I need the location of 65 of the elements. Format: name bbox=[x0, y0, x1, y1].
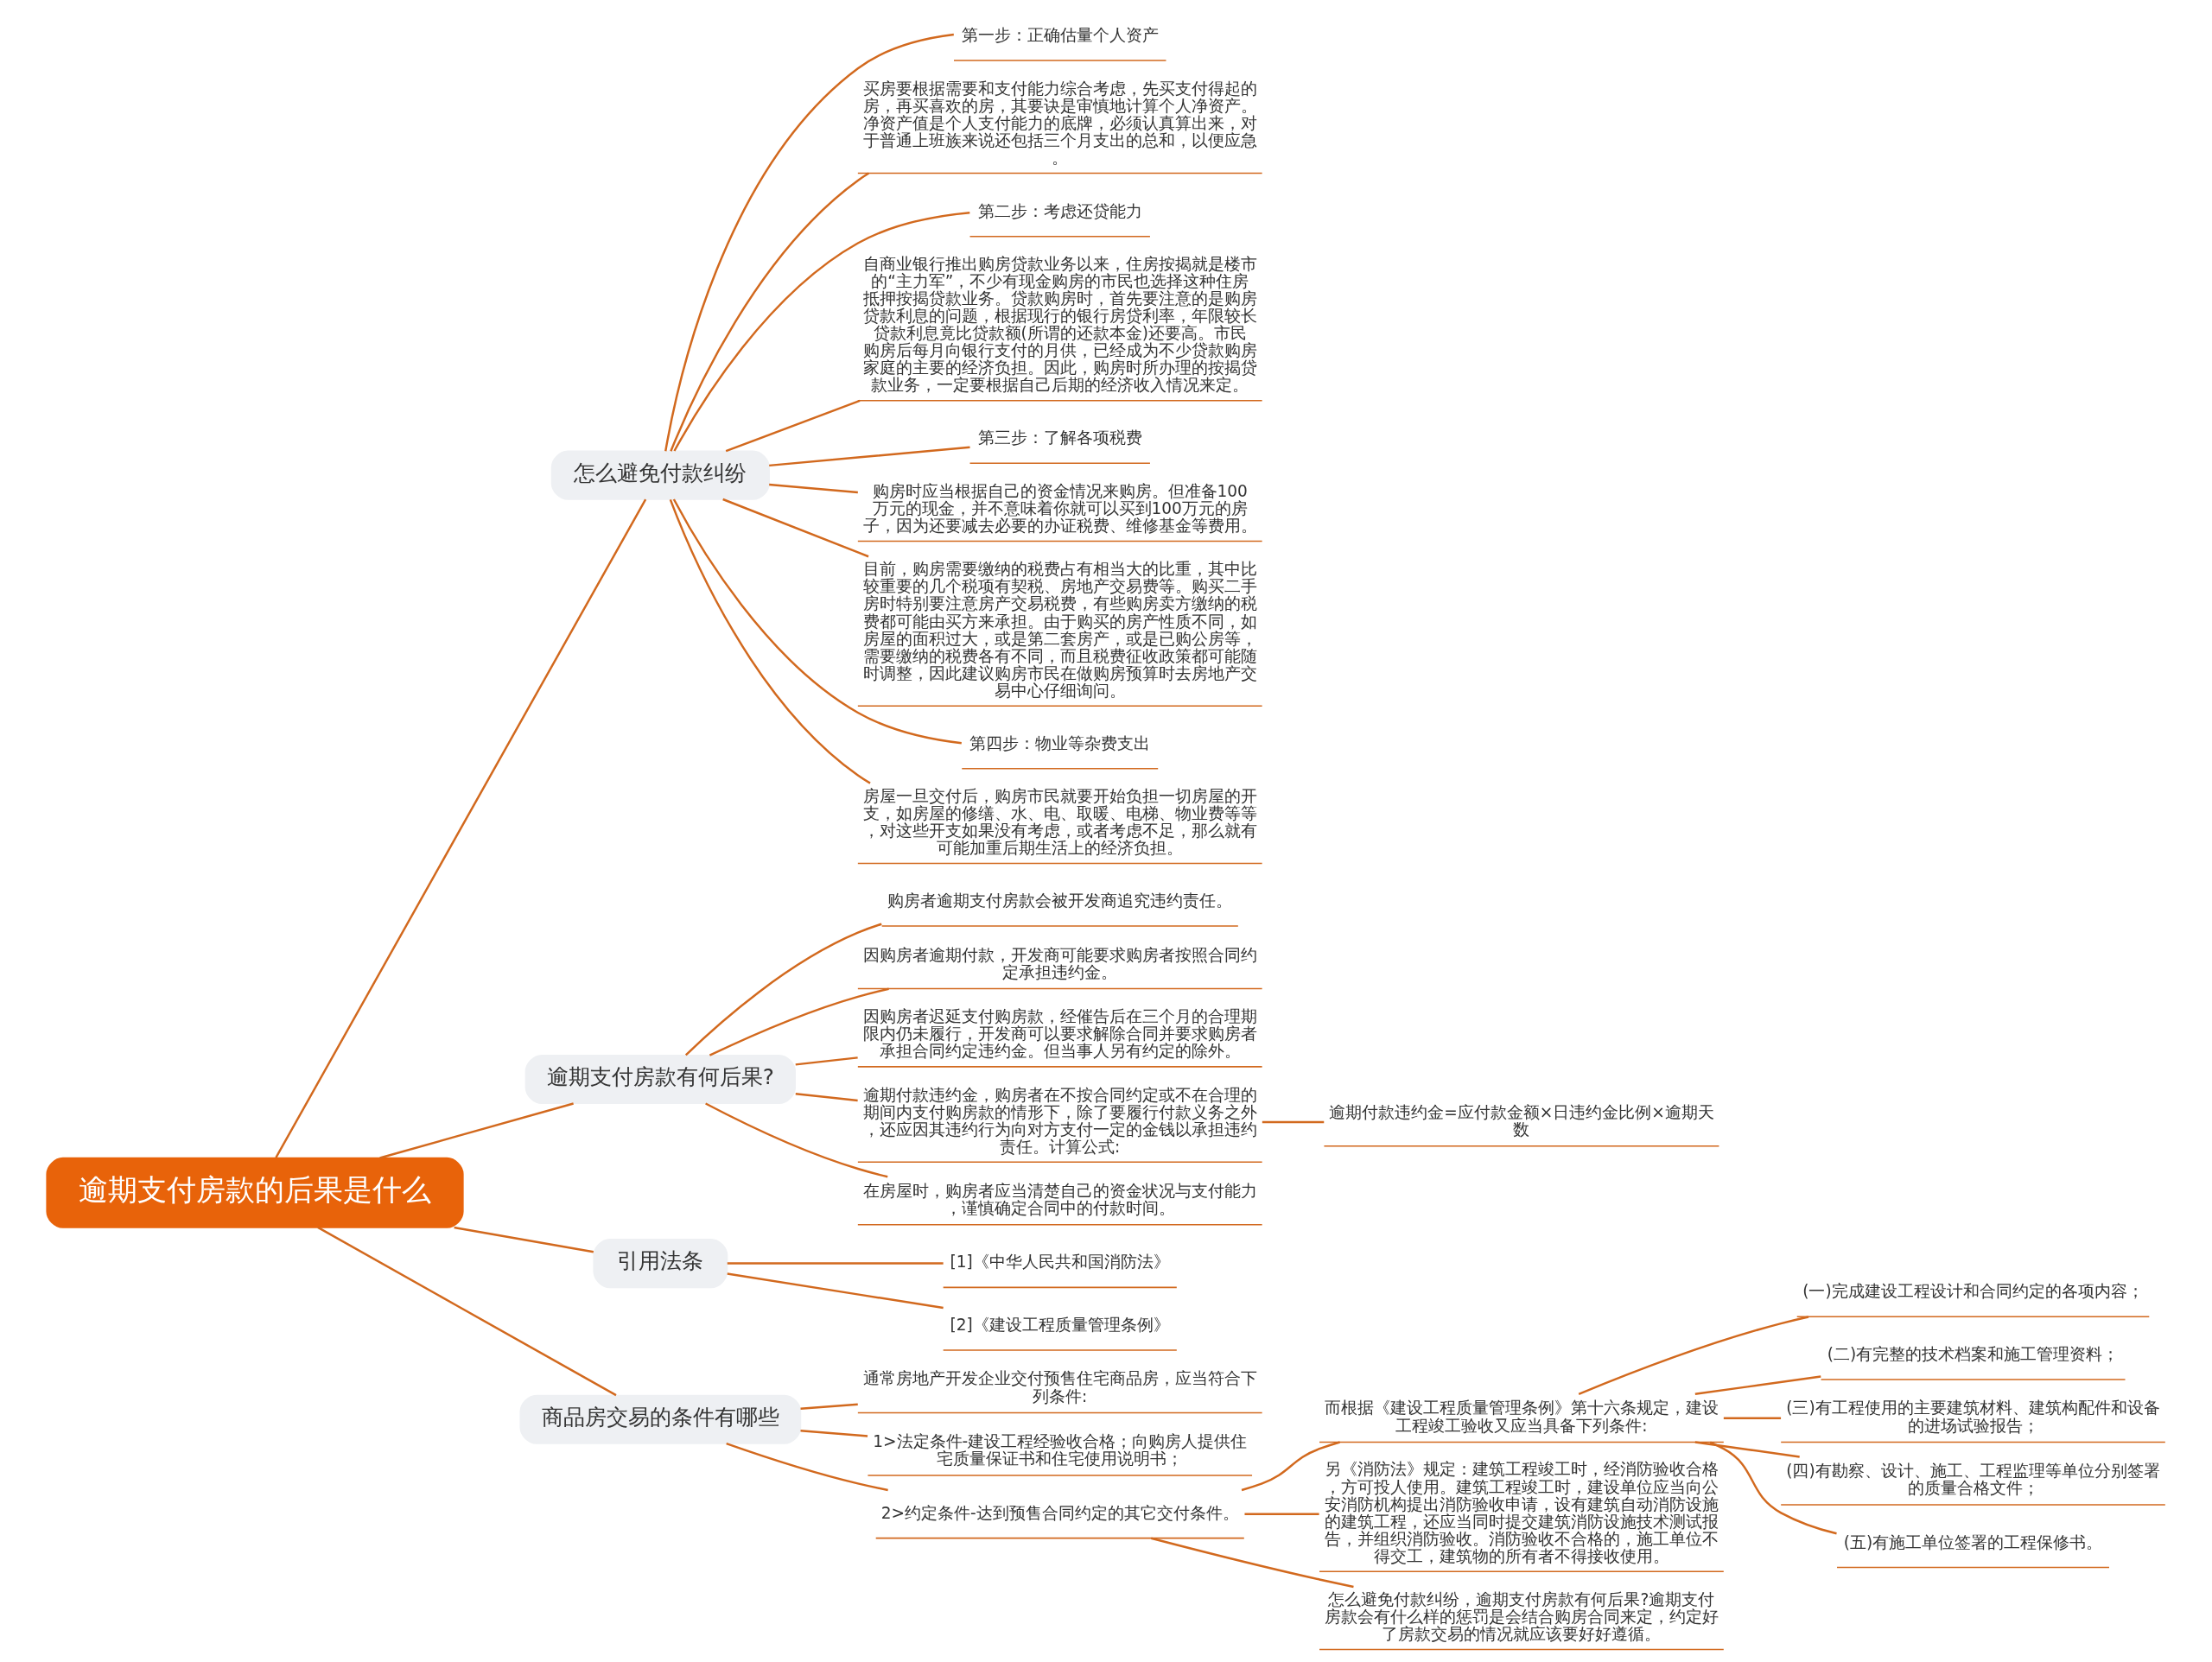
node-text: 买房要根据需要和支付能力综合考虑，先买支付得起的房，再买喜欢的房，其要诀是审慎地计算个人净资产。净资产值是个人支付能力的底牌，必须认真算出来，对于普通上班族来说还包括三个月支出的总和，以便应急。 bbox=[862, 79, 1257, 168]
connector bbox=[1578, 1316, 1809, 1395]
connector bbox=[1709, 1441, 1837, 1535]
connector bbox=[1241, 1441, 1340, 1492]
node-text: 目前，购房需要缴纳的税费占有相当大的比重，其中比较重要的几个税项有契税、房地产交易费等。购买二手房时特别要注意房产交易税费，有些购房卖方缴纳的税费都可能由买方来承担。由于购买的房产性质不同，如房屋的面积过大，或是第二套房产，或是已购公房等，需要缴纳的税费各有不同，而且税费征收政策都可能随时调整，因此建议购房市民在做购房预算时去房地产交易中心仔细询问。 bbox=[862, 560, 1257, 700]
connector bbox=[726, 1442, 888, 1492]
connector bbox=[684, 923, 882, 1056]
node-text: 而根据《建设工程质量管理条例》第十六条规定，建设工程竣工验收又应当具备下列条件: bbox=[1324, 1399, 1719, 1435]
connector bbox=[1262, 1120, 1325, 1124]
node-text: [1]《中华人民共和国消防法》 bbox=[950, 1253, 1170, 1272]
connector bbox=[727, 1262, 944, 1265]
node-text: 房屋一旦交付后，购房市民就要开始负担一切房屋的开支，如房屋的修缮、水、电、取暖、电梯、物业费等等，对这些开支如果没有考虑，或者考虑不足，那么就有可能加重后期生活上的经济负担。 bbox=[862, 786, 1257, 858]
node-text: [2]《建设工程质量管理条例》 bbox=[950, 1315, 1170, 1334]
node-text: 2>约定条件-达到预售合同约定的其它交付条件。 bbox=[880, 1503, 1239, 1522]
connector bbox=[769, 446, 970, 467]
node-box: 逾期支付房款有何后果? bbox=[524, 1055, 797, 1105]
node-text: (五)有施工单位签署的工程保修书。 bbox=[1843, 1532, 2103, 1551]
node-text: 第三步：了解各项税费 bbox=[977, 428, 1142, 447]
connector bbox=[800, 1403, 858, 1411]
connector bbox=[454, 1226, 594, 1253]
node-text: (三)有工程使用的主要建筑材料、建筑构配件和设备的进场试验报告； bbox=[1786, 1399, 2160, 1435]
node-text: 通常房地产开发企业交付预售住宅商品房，应当符合下列条件: bbox=[862, 1369, 1257, 1405]
connector bbox=[669, 498, 871, 784]
node-text: 逾期付款违约金=应付款金额×日违约金比例×逾期天数 bbox=[1329, 1102, 1714, 1139]
node-text: 第四步：物业等杂费支出 bbox=[969, 733, 1151, 752]
connector bbox=[795, 1092, 858, 1102]
connector bbox=[664, 33, 954, 452]
node-text: (二)有完整的技术档案和施工管理资料； bbox=[1827, 1344, 2120, 1363]
connector bbox=[705, 1102, 888, 1178]
connector bbox=[725, 399, 861, 453]
connector bbox=[795, 1056, 858, 1066]
connector bbox=[673, 211, 970, 452]
node-box: 商品房交易的条件有哪些 bbox=[519, 1394, 802, 1444]
node-text: 在房屋时，购房者应当清楚自己的资金状况与支付能力，谨慎确定合同中的付款时间。 bbox=[862, 1181, 1257, 1217]
node-text: 逾期付款违约金，购房者在不按合同约定或不在合理的期间内支付购房款的情形下，除了要履行付款义务之外，还应因其违约行为向对方支付一定的金钱以承担违约责任。计算公式: bbox=[862, 1085, 1257, 1156]
node-text: 购房时应当根据自己的资金情况来购房。但准备100万元的现金，并不意味着你就可以买到100万元的房子，因为还要减去必要的办证税费、维修基金等费用。 bbox=[862, 482, 1257, 536]
node-box: 引用法条 bbox=[593, 1239, 728, 1289]
connector bbox=[1723, 1417, 1782, 1419]
connector bbox=[672, 498, 962, 745]
connector bbox=[1694, 1441, 1800, 1458]
connector bbox=[379, 1102, 574, 1159]
node-text: 第一步：正确估量个人资产 bbox=[961, 26, 1159, 45]
node-text: 自商业银行推出购房贷款业务以来，住房按揭就是楼市的“主力军”，不少有现金购房的市民也选择这种住房抵押按揭贷款业务。贷款购房时，首先要注意的是购房贷款利息的问题，根据现行的银行房贷利率，年限较长贷款利息竟比贷款额(所谓的还款本金)还要高。市民购房后每月向银行支付的月供，已经成为不少贷款购房家庭的主要的经济负担。因此，购房时所办理的按揭贷款业务，一定要根据自己后期的经济收入情况来定。 bbox=[862, 254, 1257, 395]
node-text: 另《消防法》规定：建筑工程竣工时，经消防验收合格，方可投人使用。建筑工程竣工时，建设单位应当向公安消防机构提出消防验收申请，设有建筑自动消防设施的建筑工程，还应当同时提交建筑消防设施技术测试报告，并组织消防验收。消防验收不合格的，施工单位不得交工，建筑物的所有者不得接收使用。 bbox=[1324, 1460, 1719, 1565]
node-text: 第二步：考虑还贷能力 bbox=[977, 201, 1142, 220]
node-text: (四)有勘察、设计、施工、工程监理等单位分别签署的质量合格文件； bbox=[1786, 1462, 2160, 1498]
node-text: 1>法定条件-建设工程经验收合格；向购房人提供住宅质量保证书和住宅使用说明书； bbox=[873, 1432, 1248, 1469]
connector bbox=[769, 483, 858, 494]
connector bbox=[275, 498, 647, 1158]
connector bbox=[709, 987, 889, 1056]
node-box: 怎么避免付款纠纷 bbox=[550, 450, 770, 500]
connector bbox=[800, 1429, 868, 1437]
node-text: 怎么避免付款纠纷，逾期支付房款有何后果?逾期支付房款会有什么样的惩罚是会结合购房合同来定，约定好了房款交易的情况就应该要好好遵循。 bbox=[1324, 1589, 1719, 1644]
connector bbox=[722, 498, 869, 558]
connector bbox=[727, 1272, 944, 1310]
connector bbox=[1244, 1513, 1319, 1516]
connector bbox=[670, 172, 870, 452]
node-text: 购房者逾期支付房款会被开发商追究违约责任。 bbox=[887, 891, 1233, 910]
connector bbox=[1151, 1537, 1354, 1589]
node-box: 逾期支付房款的后果是什么 bbox=[46, 1157, 464, 1228]
node-text: (一)完成建设工程设计和合同约定的各项内容； bbox=[1802, 1282, 2144, 1301]
node-text: 因购房者逾期付款，开发商可能要求购房者按照合同约定承担违约金。 bbox=[862, 945, 1257, 981]
node-text: 因购房者迟延支付购房款，经催告后在三个月的合理期限内仍未履行，开发商可以要求解除合同并要求购房者承担合同约定违约金。但当事人另有约定的除外。 bbox=[862, 1007, 1257, 1061]
connector bbox=[317, 1226, 617, 1397]
connector bbox=[1694, 1375, 1821, 1396]
